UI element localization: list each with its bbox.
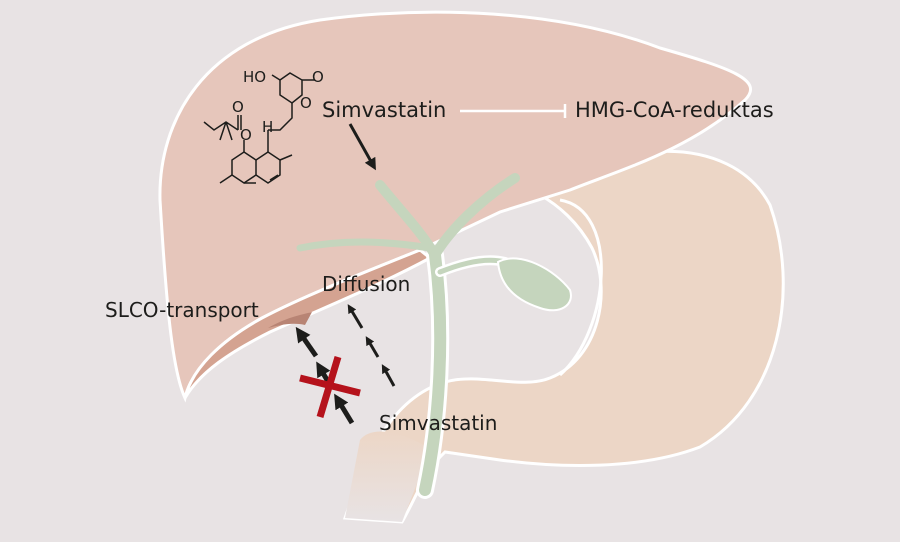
arrow-into-bile (348, 123, 376, 171)
label-hmg-coa-reductase: HMG-CoA-reduktas (575, 98, 774, 122)
inhibition-line (460, 104, 567, 118)
duodenum-end (345, 431, 430, 522)
liver-underside (183, 248, 433, 399)
diffusion-arrows (347, 304, 396, 387)
simvastatin-structure (203, 72, 315, 184)
transporter-notch (268, 312, 312, 328)
label-slco-transport: SLCO-transport (105, 298, 259, 322)
label-simvastatin-top: Simvastatin (322, 98, 446, 122)
molecule-o: O (312, 68, 324, 86)
molecule-o: O (300, 94, 312, 112)
gallbladder (496, 257, 572, 312)
blocked-cross-icon (299, 355, 361, 419)
molecule-o: O (232, 98, 244, 116)
stomach-inner (558, 198, 603, 377)
label-diffusion: Diffusion (322, 272, 410, 296)
molecule-o: O (240, 126, 252, 144)
label-simvastatin-bottom: Simvastatin (379, 411, 497, 435)
molecule-h: H (262, 118, 273, 136)
molecule-ho: HO (243, 68, 266, 86)
